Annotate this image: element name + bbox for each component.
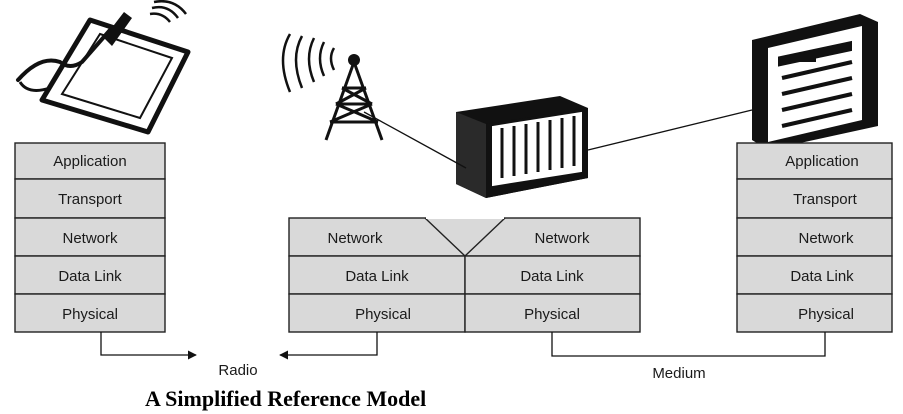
tower-router-link	[363, 111, 467, 169]
diagram-caption: A Simplified Reference Model	[145, 386, 426, 411]
medium-label: Medium	[652, 365, 705, 382]
right-layer-transport	[736, 178, 893, 219]
router-left-physical-label: Physical	[355, 306, 411, 323]
left-layer-transport	[14, 178, 166, 219]
router-server-link	[587, 109, 753, 151]
router-left-datalink-label: Data Link	[345, 268, 409, 285]
right-layer-physical-label: Physical	[798, 306, 854, 323]
radio-arrow-from-host	[100, 332, 197, 360]
left-layer-datalink	[14, 255, 166, 295]
right-layer-application-label: Application	[785, 153, 858, 170]
tablet-with-pen-icon	[16, 0, 191, 135]
router-stack: Network Network Data Link Data Link Phys…	[288, 217, 641, 333]
right-layer-transport-label: Transport	[793, 191, 857, 208]
right-host-stack: Application Transport Network Data Link …	[736, 142, 893, 333]
left-layer-physical-label: Physical	[62, 306, 118, 323]
left-layer-datalink-label: Data Link	[58, 268, 122, 285]
medium-link: Medium	[551, 332, 826, 382]
left-host-stack: Application Transport Network Data Link …	[14, 142, 166, 333]
left-layer-transport-label: Transport	[58, 191, 122, 208]
router-physical-right	[464, 293, 641, 333]
router-join-mask	[426, 217, 504, 219]
right-layer-physical	[736, 293, 893, 333]
radio-tower-icon	[281, 33, 384, 141]
radio-link: Radio	[100, 332, 378, 379]
router-right-physical-label: Physical	[524, 306, 580, 323]
router-left-network-label: Network	[327, 230, 383, 247]
server-tower-icon	[752, 14, 878, 150]
radio-arrow-from-router	[279, 332, 378, 360]
left-layer-physical	[14, 293, 166, 333]
right-layer-network-label: Network	[798, 230, 854, 247]
router-right-datalink-label: Data Link	[520, 268, 584, 285]
right-layer-datalink	[736, 255, 893, 295]
medium-connector	[551, 332, 826, 357]
router-rack-icon	[456, 96, 588, 198]
right-layer-network	[736, 217, 893, 257]
router-datalink-right	[464, 255, 641, 295]
right-layer-application	[736, 142, 893, 180]
left-layer-network	[14, 217, 166, 257]
left-layer-network-label: Network	[62, 230, 118, 247]
left-layer-application	[14, 142, 166, 180]
radio-label: Radio	[218, 362, 257, 379]
left-layer-application-label: Application	[53, 153, 126, 170]
router-right-network-label: Network	[534, 230, 590, 247]
right-layer-datalink-label: Data Link	[790, 268, 854, 285]
